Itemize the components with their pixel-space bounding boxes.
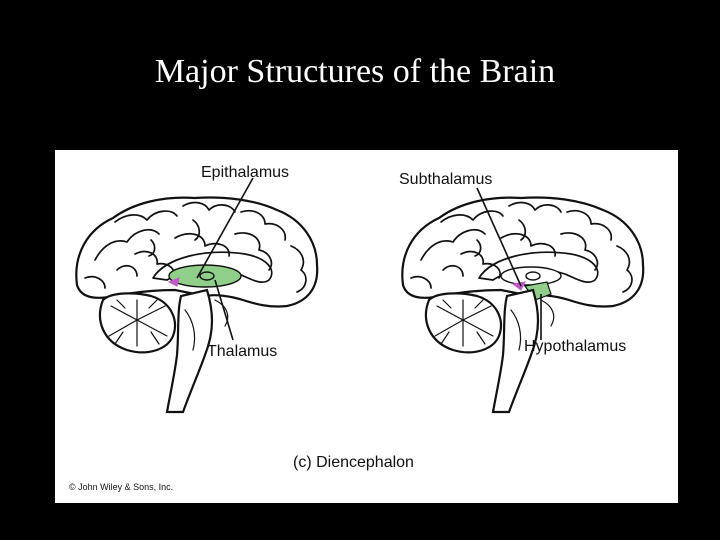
epithalamus-label: Epithalamus xyxy=(201,164,289,181)
right-cerebrum-outline xyxy=(401,196,645,308)
right-brainstem xyxy=(491,288,540,414)
subthalamus-leader-line xyxy=(476,187,522,287)
thalamus-label: Thalamus xyxy=(207,343,277,360)
diencephalon-diagram: Epithalamus Thalamus Subthalamus Hypotha… xyxy=(69,164,645,492)
figure-caption: (c) Diencephalon xyxy=(293,454,414,471)
epithalamus-leader-line xyxy=(196,177,254,279)
right-brain-illustration xyxy=(401,196,645,414)
left-pineal-accent xyxy=(167,277,180,287)
left-cerebrum-outline xyxy=(75,196,319,308)
diencephalon-figure: Epithalamus Thalamus Subthalamus Hypotha… xyxy=(55,150,678,503)
subthalamus-label: Subthalamus xyxy=(399,171,492,188)
left-thalamus-highlight xyxy=(168,264,242,288)
left-brainstem xyxy=(165,288,214,414)
thalamus-leader-line xyxy=(214,279,234,341)
left-brain-illustration xyxy=(75,196,319,414)
slide-title: Major Structures of the Brain xyxy=(154,53,556,90)
copyright-notice: © John Wiley & Sons, Inc. xyxy=(69,482,173,492)
hypothalamus-label: Hypothalamus xyxy=(524,338,626,355)
